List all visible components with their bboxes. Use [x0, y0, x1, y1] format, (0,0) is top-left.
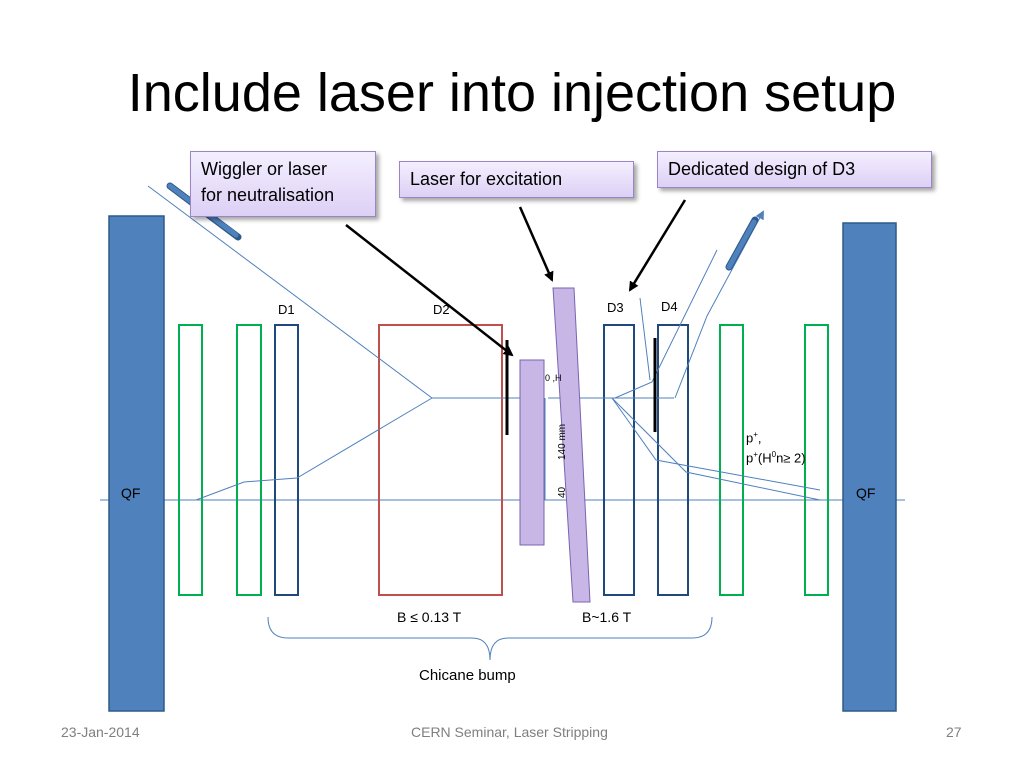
d3-pointer-arrow: [628, 199, 687, 292]
green-magnet-2: [236, 324, 262, 596]
b-d3-label: B~1.6 T: [582, 609, 632, 625]
qf-left-quadrupole: [108, 215, 165, 712]
footer-date: 23-Jan-2014: [61, 724, 140, 740]
wiggler-pointer-arrow: [345, 224, 514, 357]
beam-trajectories: [147, 185, 821, 501]
dipole-d2: [378, 324, 503, 596]
dipole-d4: [657, 324, 689, 596]
green-magnet-4: [804, 324, 829, 596]
wiggler-rectangle: [519, 359, 545, 546]
wiggler-callout-line2: for neutralisation: [201, 185, 335, 205]
d3-label: D3: [607, 300, 624, 315]
chicane-brace: [267, 616, 713, 661]
qf-right-label: QF: [856, 485, 876, 501]
dimension-40-label: 40: [557, 486, 568, 498]
dedicated-d3-callout: Dedicated design of D3: [657, 151, 932, 188]
dipole-d3: [603, 324, 635, 596]
wiggler-callout-line1: Wiggler or laser: [201, 159, 328, 179]
laser-excitation-callout: Laser for excitation: [399, 161, 634, 198]
green-magnet-1: [178, 324, 203, 596]
qf-right-quadrupole: [842, 222, 897, 712]
d1-label: D1: [278, 302, 295, 317]
p-plus-label: p+,: [746, 430, 762, 446]
footer-page-number: 27: [946, 724, 962, 740]
green-magnet-3: [719, 324, 744, 596]
laser-pointer-arrow: [518, 206, 554, 282]
wiggler-callout: Wiggler or laser for neutralisation: [190, 151, 376, 217]
chicane-bump-label: Chicane bump: [419, 667, 516, 684]
dimension-140-label: 140 mm: [557, 423, 568, 460]
qf-left-label: QF: [121, 485, 141, 501]
h-fragment-label: 0 ,H: [545, 373, 562, 383]
p-plus-h0-label: p+(H0n≥ 2): [746, 450, 806, 466]
d4-label: D4: [661, 299, 678, 314]
footer-center: CERN Seminar, Laser Stripping: [411, 724, 608, 740]
slide-title: Include laser into injection setup: [127, 63, 897, 123]
b-d2-label: B ≤ 0.13 T: [397, 609, 462, 625]
excitation-laser-beam: [552, 287, 591, 603]
dipole-d1: [274, 324, 299, 596]
d2-label: D2: [433, 302, 450, 317]
